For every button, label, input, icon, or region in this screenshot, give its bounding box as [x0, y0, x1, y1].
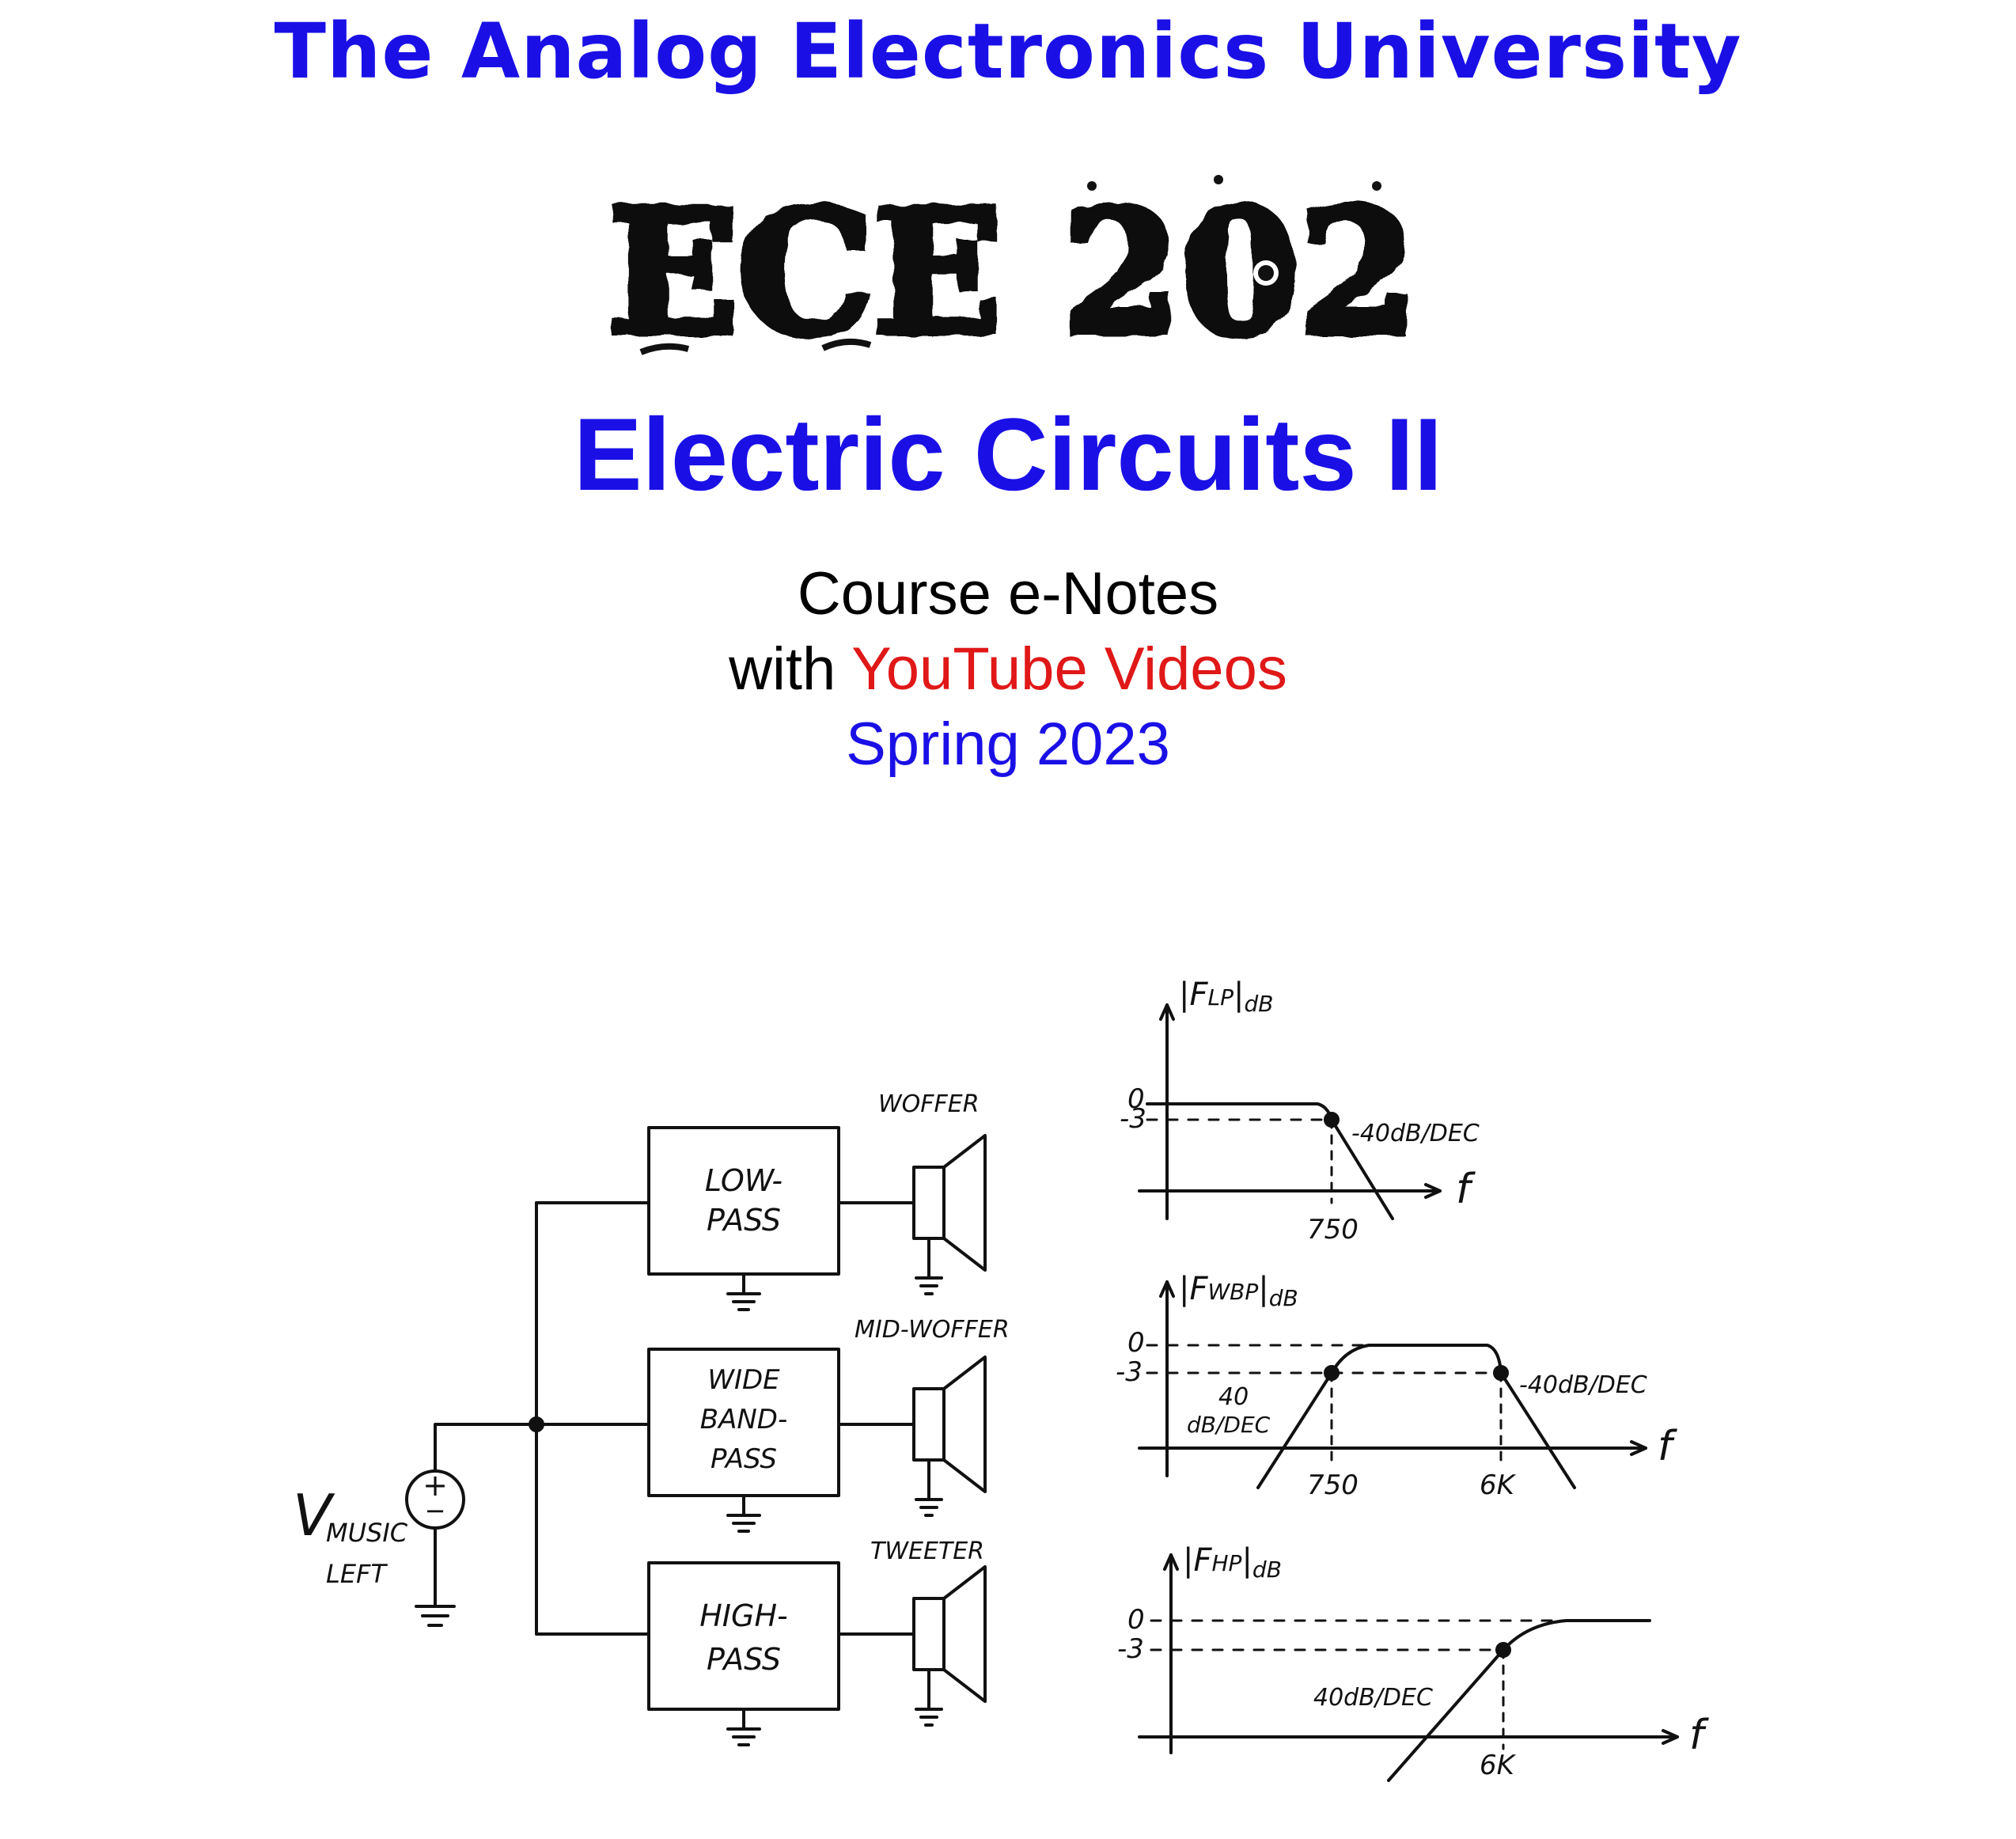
course-code-logo: ECE 202	[604, 170, 1422, 360]
lowpass-tick-minus3: -3	[1120, 1103, 1146, 1135]
bandpass-ylabel: |FWBP|dB	[1179, 1271, 1298, 1311]
bandpass-f-axis: f	[1658, 1423, 1677, 1470]
bandpass-slope-right: -40dB/DEC	[1519, 1371, 1647, 1399]
course-title: Electric Circuits II	[573, 396, 1443, 512]
source-subscript: MUSIC	[326, 1518, 408, 1548]
tweeter-speaker: TWEETER	[870, 1538, 987, 1727]
bandpass-slope-left-unit: dB/DEC	[1187, 1412, 1271, 1438]
highpass-tick-6k: 6K	[1480, 1750, 1517, 1781]
mid-woofer-speaker: MID-WOFFER	[855, 1316, 1010, 1517]
bandpass-tick-6k: 6K	[1480, 1469, 1517, 1501]
highpass-label-2: PASS	[707, 1642, 781, 1677]
bandpass-label-2: BAND-	[700, 1404, 787, 1435]
lowpass-slope-label: -40dB/DEC	[1351, 1120, 1480, 1147]
subtitle-with: with	[729, 635, 852, 703]
university-name: The Analog Electronics University	[0, 6, 2016, 97]
lowpass-label-1: LOW-	[705, 1163, 783, 1198]
bandpass-slope-left-value: 40	[1218, 1383, 1249, 1411]
university-name-text: The Analog Electronics University	[274, 7, 1742, 96]
subtitle-notes: Course e-Notes	[797, 560, 1219, 628]
source-minus: −	[425, 1496, 446, 1526]
music-source: + − V MUSIC LEFT	[293, 1423, 538, 1627]
lowpass-tick-750: 750	[1307, 1214, 1359, 1246]
semester: Spring 2023	[846, 711, 1170, 778]
highpass-tick-minus3: -3	[1117, 1633, 1144, 1665]
bandpass-tick-0: 0	[1127, 1327, 1145, 1359]
highpass-ylabel: |FHP|dB	[1183, 1542, 1282, 1583]
bandpass-label-3: PASS	[711, 1443, 777, 1475]
woofer-label: WOFFER	[878, 1090, 980, 1118]
ground-symbol	[415, 1605, 456, 1627]
highpass-f-axis: f	[1689, 1712, 1709, 1759]
youtube-videos-text: YouTube Videos	[851, 635, 1287, 703]
logo-drip-marks	[639, 338, 872, 355]
course-code: ECE 202	[608, 173, 1418, 360]
lowpass-label-2: PASS	[707, 1203, 781, 1238]
source-top-wire	[434, 1423, 538, 1473]
bandpass-label-1: WIDE	[707, 1364, 780, 1396]
highpass-tick-0: 0	[1127, 1604, 1145, 1636]
tweeter-label: TWEETER	[870, 1538, 984, 1565]
lowpass-f-axis: f	[1456, 1166, 1476, 1213]
bandpass-tick-750: 750	[1307, 1469, 1359, 1501]
crossover-diagram: + − V MUSIC LEFT LOW- PASS	[293, 976, 1709, 1782]
lowpass-response-plot: |FLP|dB 0 -3 750 -40dB/DEC f	[1120, 976, 1480, 1246]
lowpass-tick-0: 0	[1127, 1083, 1145, 1115]
lowpass-ylabel: |FLP|dB	[1179, 976, 1273, 1017]
lowpass-block: LOW- PASS	[647, 1126, 915, 1311]
source-plus: +	[423, 1468, 448, 1503]
bandpass-tick-minus3: -3	[1116, 1356, 1143, 1388]
woofer-speaker: WOFFER	[878, 1090, 987, 1295]
subtitle-videos: with YouTube Videos	[0, 633, 2016, 705]
source-side-label: LEFT	[326, 1559, 388, 1589]
highpass-label-1: HIGH-	[699, 1598, 788, 1633]
bandpass-block: WIDE BAND- PASS	[647, 1348, 915, 1533]
highpass-response-plot: |FHP|dB 0 -3 6K 40dB/DEC f	[1117, 1542, 1709, 1782]
mid-woofer-label: MID-WOFFER	[855, 1316, 1010, 1344]
highpass-block: HIGH- PASS	[647, 1561, 915, 1746]
highpass-slope-label: 40dB/DEC	[1313, 1684, 1433, 1712]
source-label: V	[293, 1482, 335, 1549]
bandpass-response-plot: |FWBP|dB 0 -3 750 6K 40 dB/DEC -40dB/DEC…	[1116, 1271, 1677, 1501]
